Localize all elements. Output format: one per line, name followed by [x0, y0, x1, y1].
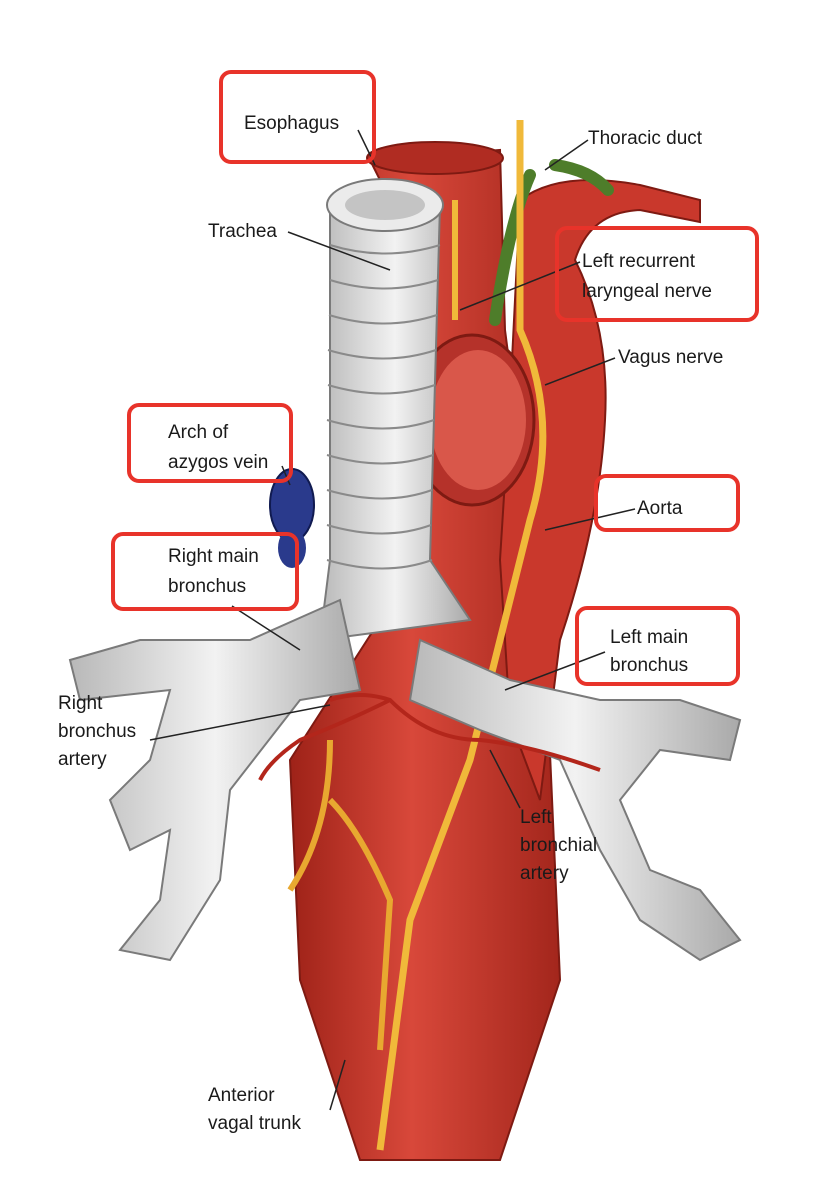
- highlight-box-esophagus: [219, 70, 376, 164]
- leader-lines: [149, 129, 636, 1111]
- label-left-main-bronchus-line2: bronchus: [610, 655, 689, 676]
- label-trachea: Trachea: [208, 221, 277, 242]
- aorta-vessel: [498, 179, 701, 801]
- label-anterior-vagal-trunk-line1: Anterior: [208, 1085, 275, 1106]
- label-left-bronchial-artery-line2: bronchial: [520, 835, 598, 856]
- label-anterior-vagal-trunk-line2: vagal trunk: [208, 1113, 301, 1134]
- esophagus-top: [366, 141, 504, 175]
- label-arch-azygos-line1: Arch of: [168, 422, 229, 443]
- label-left-recurrent-line2: laryngeal nerve: [582, 281, 712, 302]
- label-esophagus: Esophagus: [244, 113, 340, 134]
- thoracic-duct: [489, 159, 614, 326]
- label-right-bronchus-artery-line2: bronchus: [58, 721, 137, 742]
- label-right-bronchus-artery-line1: Right: [58, 693, 103, 714]
- label-vagus-nerve: Vagus nerve: [618, 347, 724, 368]
- highlight-box-left-main-bronchus: [575, 606, 740, 686]
- label-left-bronchial-artery-line3: artery: [520, 863, 569, 884]
- highlight-box-aorta: [594, 474, 740, 532]
- label-right-bronchus-artery-line3: artery: [58, 749, 107, 770]
- highlight-box-left-recurrent: [555, 226, 759, 322]
- highlight-box-arch-azygos: [127, 403, 293, 483]
- anterior-vagal-branches: [287, 739, 394, 1051]
- label-aorta: Aorta: [637, 498, 683, 519]
- highlight-box-right-main-bronchus: [111, 532, 299, 611]
- label-thoracic-duct: Thoracic duct: [588, 128, 703, 149]
- label-left-main-bronchus-line1: Left main: [610, 627, 689, 648]
- label-right-main-bronchus-line1: Right main: [168, 546, 259, 567]
- trachea-rings: [326, 244, 441, 570]
- right-bronchus: [68, 598, 362, 962]
- label-left-recurrent-line1: Left recurrent: [582, 251, 695, 272]
- bronchial-arteries: [258, 693, 601, 781]
- label-left-bronchial-artery-line1: Left: [520, 807, 552, 828]
- label-arch-azygos-line2: azygos vein: [168, 452, 269, 473]
- label-right-main-bronchus-line2: bronchus: [168, 576, 247, 597]
